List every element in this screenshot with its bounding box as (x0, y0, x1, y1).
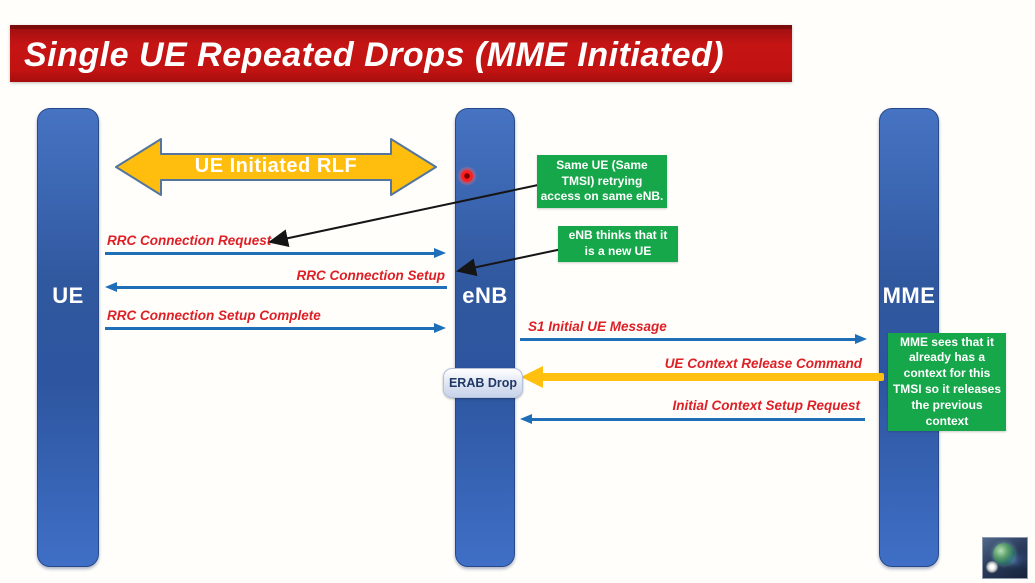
message-arrow-initial-context-setup-request (532, 418, 865, 421)
arrowhead-left-icon (105, 282, 117, 292)
message-arrow-ue-context-release-command (542, 373, 884, 381)
message-label-rrc-connection-setup-complete: RRC Connection Setup Complete (107, 308, 321, 323)
slide-title-bar: Single UE Repeated Drops (MME Initiated) (10, 25, 792, 82)
message-arrow-rrc-connection-request (105, 252, 435, 255)
erab-drop-badge: ERAB Drop (443, 368, 523, 398)
message-label-rrc-connection-request: RRC Connection Request (107, 233, 272, 248)
callout-same-ue-retrying: Same UE (Same TMSI) retrying access on s… (537, 155, 667, 208)
arrowhead-left-icon (520, 414, 532, 424)
arrowhead-left-icon (521, 366, 543, 388)
message-arrow-rrc-connection-setup-complete (105, 327, 435, 330)
message-arrow-s1-initial-ue-message (520, 338, 856, 341)
actor-label-mme: MME (882, 283, 936, 308)
callout-enb-thinks-new-ue: eNB thinks that it is a new UE (558, 226, 678, 262)
message-arrow-rrc-connection-setup (117, 286, 447, 289)
message-label-s1-initial-ue-message: S1 Initial UE Message (528, 319, 667, 334)
callout-mme-releases-context: MME sees that it already has a context f… (888, 333, 1006, 431)
message-label-ue-context-release-command: UE Context Release Command (664, 356, 862, 371)
actor-label-enb: eNB (462, 283, 508, 308)
rlf-banner-label: UE Initiated RLF (194, 155, 358, 177)
arrowhead-right-icon (434, 248, 446, 258)
laser-pointer-dot (457, 166, 477, 186)
lifeline-ue: UE (37, 108, 99, 567)
message-label-rrc-connection-setup: RRC Connection Setup (296, 268, 446, 283)
arrowhead-right-icon (434, 323, 446, 333)
arrowhead-right-icon (855, 334, 867, 344)
actor-label-ue: UE (52, 283, 84, 308)
channel-logo (982, 537, 1028, 579)
message-label-initial-context-setup-request: Initial Context Setup Request (672, 398, 860, 413)
page-title: Single UE Repeated Drops (MME Initiated) (24, 36, 725, 74)
